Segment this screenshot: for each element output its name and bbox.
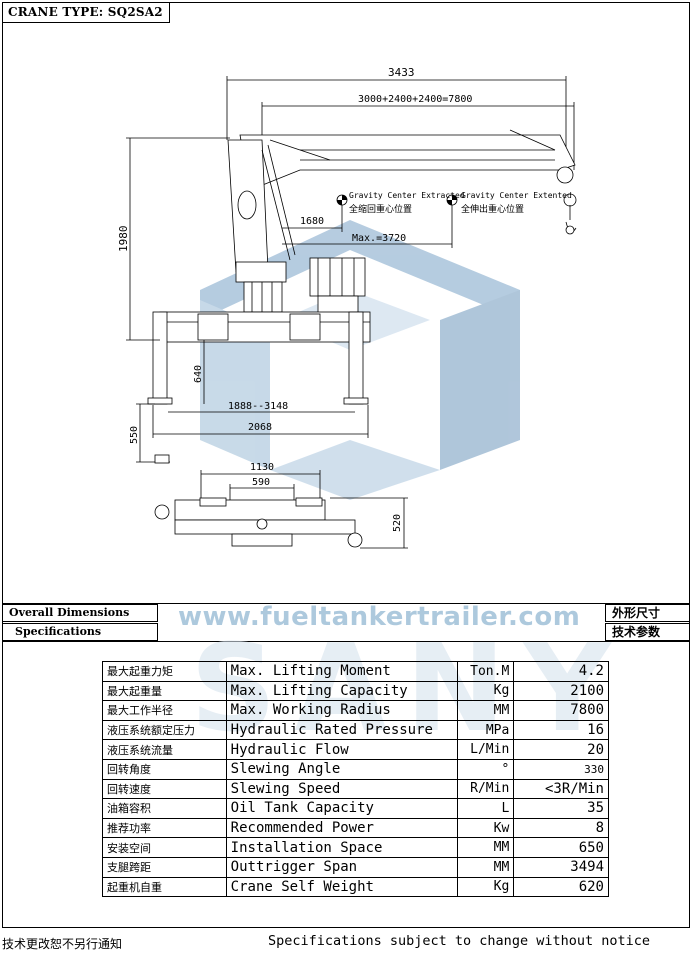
- spec-name-en: Oil Tank Capacity: [225, 798, 459, 819]
- crane-type-label: CRANE TYPE: SQ2SA2: [2, 2, 170, 23]
- watermark-url: www.fueltankertrailer.com: [178, 602, 581, 632]
- spec-name-cn: 起重机自重: [102, 876, 227, 898]
- dim-2068: 2068: [248, 422, 272, 433]
- footer-notice-en: Specifications subject to change without…: [267, 933, 650, 949]
- spec-name-cn: 最大工作半径: [102, 700, 227, 721]
- spec-name-en: Installation Space: [225, 837, 459, 858]
- spec-name-cn: 回转角度: [102, 758, 227, 780]
- spec-name-cn: 最大起重量: [102, 680, 227, 702]
- spec-unit: R/Min: [457, 778, 515, 800]
- spec-name-cn: 支腿跨距: [102, 856, 227, 878]
- spec-name-en: Recommended Power: [225, 817, 459, 839]
- overall-dimensions-cn-label: 外形尺寸: [605, 604, 690, 622]
- spec-name-en: Max. Working Radius: [225, 700, 459, 721]
- dim-sections: 3000+2400+2400=7800: [358, 94, 472, 105]
- spec-name-cn: 推荐功率: [102, 817, 227, 839]
- spec-value: 4.2: [513, 661, 609, 682]
- gc-extended-en: Gravity Center Extented: [461, 191, 572, 200]
- spec-unit: Kw: [457, 817, 515, 839]
- footer-notice-cn: 技术更改恕不另行通知: [2, 937, 123, 951]
- dim-range: 1888--3148: [228, 401, 288, 412]
- spec-value: 650: [513, 837, 609, 858]
- dim-640: 640: [193, 365, 204, 383]
- spec-name-en: Crane Self Weight: [225, 876, 459, 898]
- dim-590: 590: [252, 477, 270, 488]
- specifications-label: Specifications: [2, 623, 158, 641]
- spec-value: 20: [513, 739, 609, 760]
- spec-name-en: Max. Lifting Capacity: [225, 680, 459, 702]
- crane-drawing: 3433 3000+2400+2400=7800 1980 1680 Max.=…: [117, 66, 577, 549]
- spec-value: 16: [513, 719, 609, 741]
- spec-unit: MM: [457, 700, 515, 721]
- overall-dimensions-label: Overall Dimensions: [2, 604, 158, 622]
- gc-extended-cn: 全伸出重心位置: [461, 203, 524, 215]
- spec-unit: MPa: [457, 719, 515, 741]
- spec-name-cn: 最大起重力矩: [102, 661, 227, 682]
- spec-value: 35: [513, 798, 609, 819]
- dim-total: 3433: [388, 66, 415, 79]
- spec-name-en: Slewing Angle: [225, 758, 459, 780]
- spec-unit: Kg: [457, 680, 515, 702]
- spec-value: 8: [513, 817, 609, 839]
- band-bottom-line: [2, 641, 690, 642]
- spec-value: 2100: [513, 680, 609, 702]
- specifications-cn-label: 技术参数: [605, 623, 690, 641]
- dim-1130: 1130: [250, 462, 274, 473]
- spec-name-cn: 油箱容积: [102, 798, 227, 819]
- spec-name-en: Outtrigger Span: [225, 856, 459, 878]
- spec-unit: °: [457, 758, 515, 780]
- spec-unit: L: [457, 798, 515, 819]
- spec-name-cn: 安装空间: [102, 837, 227, 858]
- spec-unit: Kg: [457, 876, 515, 898]
- band-top-line: [2, 603, 690, 604]
- spec-name-en: Hydraulic Flow: [225, 739, 459, 760]
- spec-name-en: Hydraulic Rated Pressure: [225, 719, 459, 741]
- spec-value: 620: [513, 876, 609, 898]
- spec-unit: Ton.M: [457, 661, 515, 682]
- page-bottom-line: [2, 927, 690, 928]
- dim-550: 550: [129, 426, 140, 444]
- gc-retracted-en: Gravity Center Extracted: [349, 191, 465, 200]
- spec-unit: MM: [457, 837, 515, 858]
- dim-520: 520: [392, 514, 403, 532]
- spec-unit: L/Min: [457, 739, 515, 760]
- spec-value: 3494: [513, 856, 609, 878]
- dim-max: Max.=3720: [352, 233, 406, 244]
- spec-value: 7800: [513, 700, 609, 721]
- spec-value: <3R/Min: [513, 778, 609, 800]
- gravity-center-markers: [336, 194, 458, 206]
- spec-name-en: Max. Lifting Moment: [225, 661, 459, 682]
- dim-height: 1980: [117, 226, 130, 253]
- dim-1680: 1680: [300, 216, 324, 227]
- spec-name-en: Slewing Speed: [225, 778, 459, 800]
- spec-name-cn: 液压系统额定压力: [102, 719, 227, 741]
- spec-unit: MM: [457, 856, 515, 878]
- spec-name-cn: 液压系统流量: [102, 739, 227, 760]
- spec-value: 330: [513, 758, 609, 780]
- gc-retracted-cn: 全缩回重心位置: [349, 203, 412, 215]
- spec-name-cn: 回转速度: [102, 778, 227, 800]
